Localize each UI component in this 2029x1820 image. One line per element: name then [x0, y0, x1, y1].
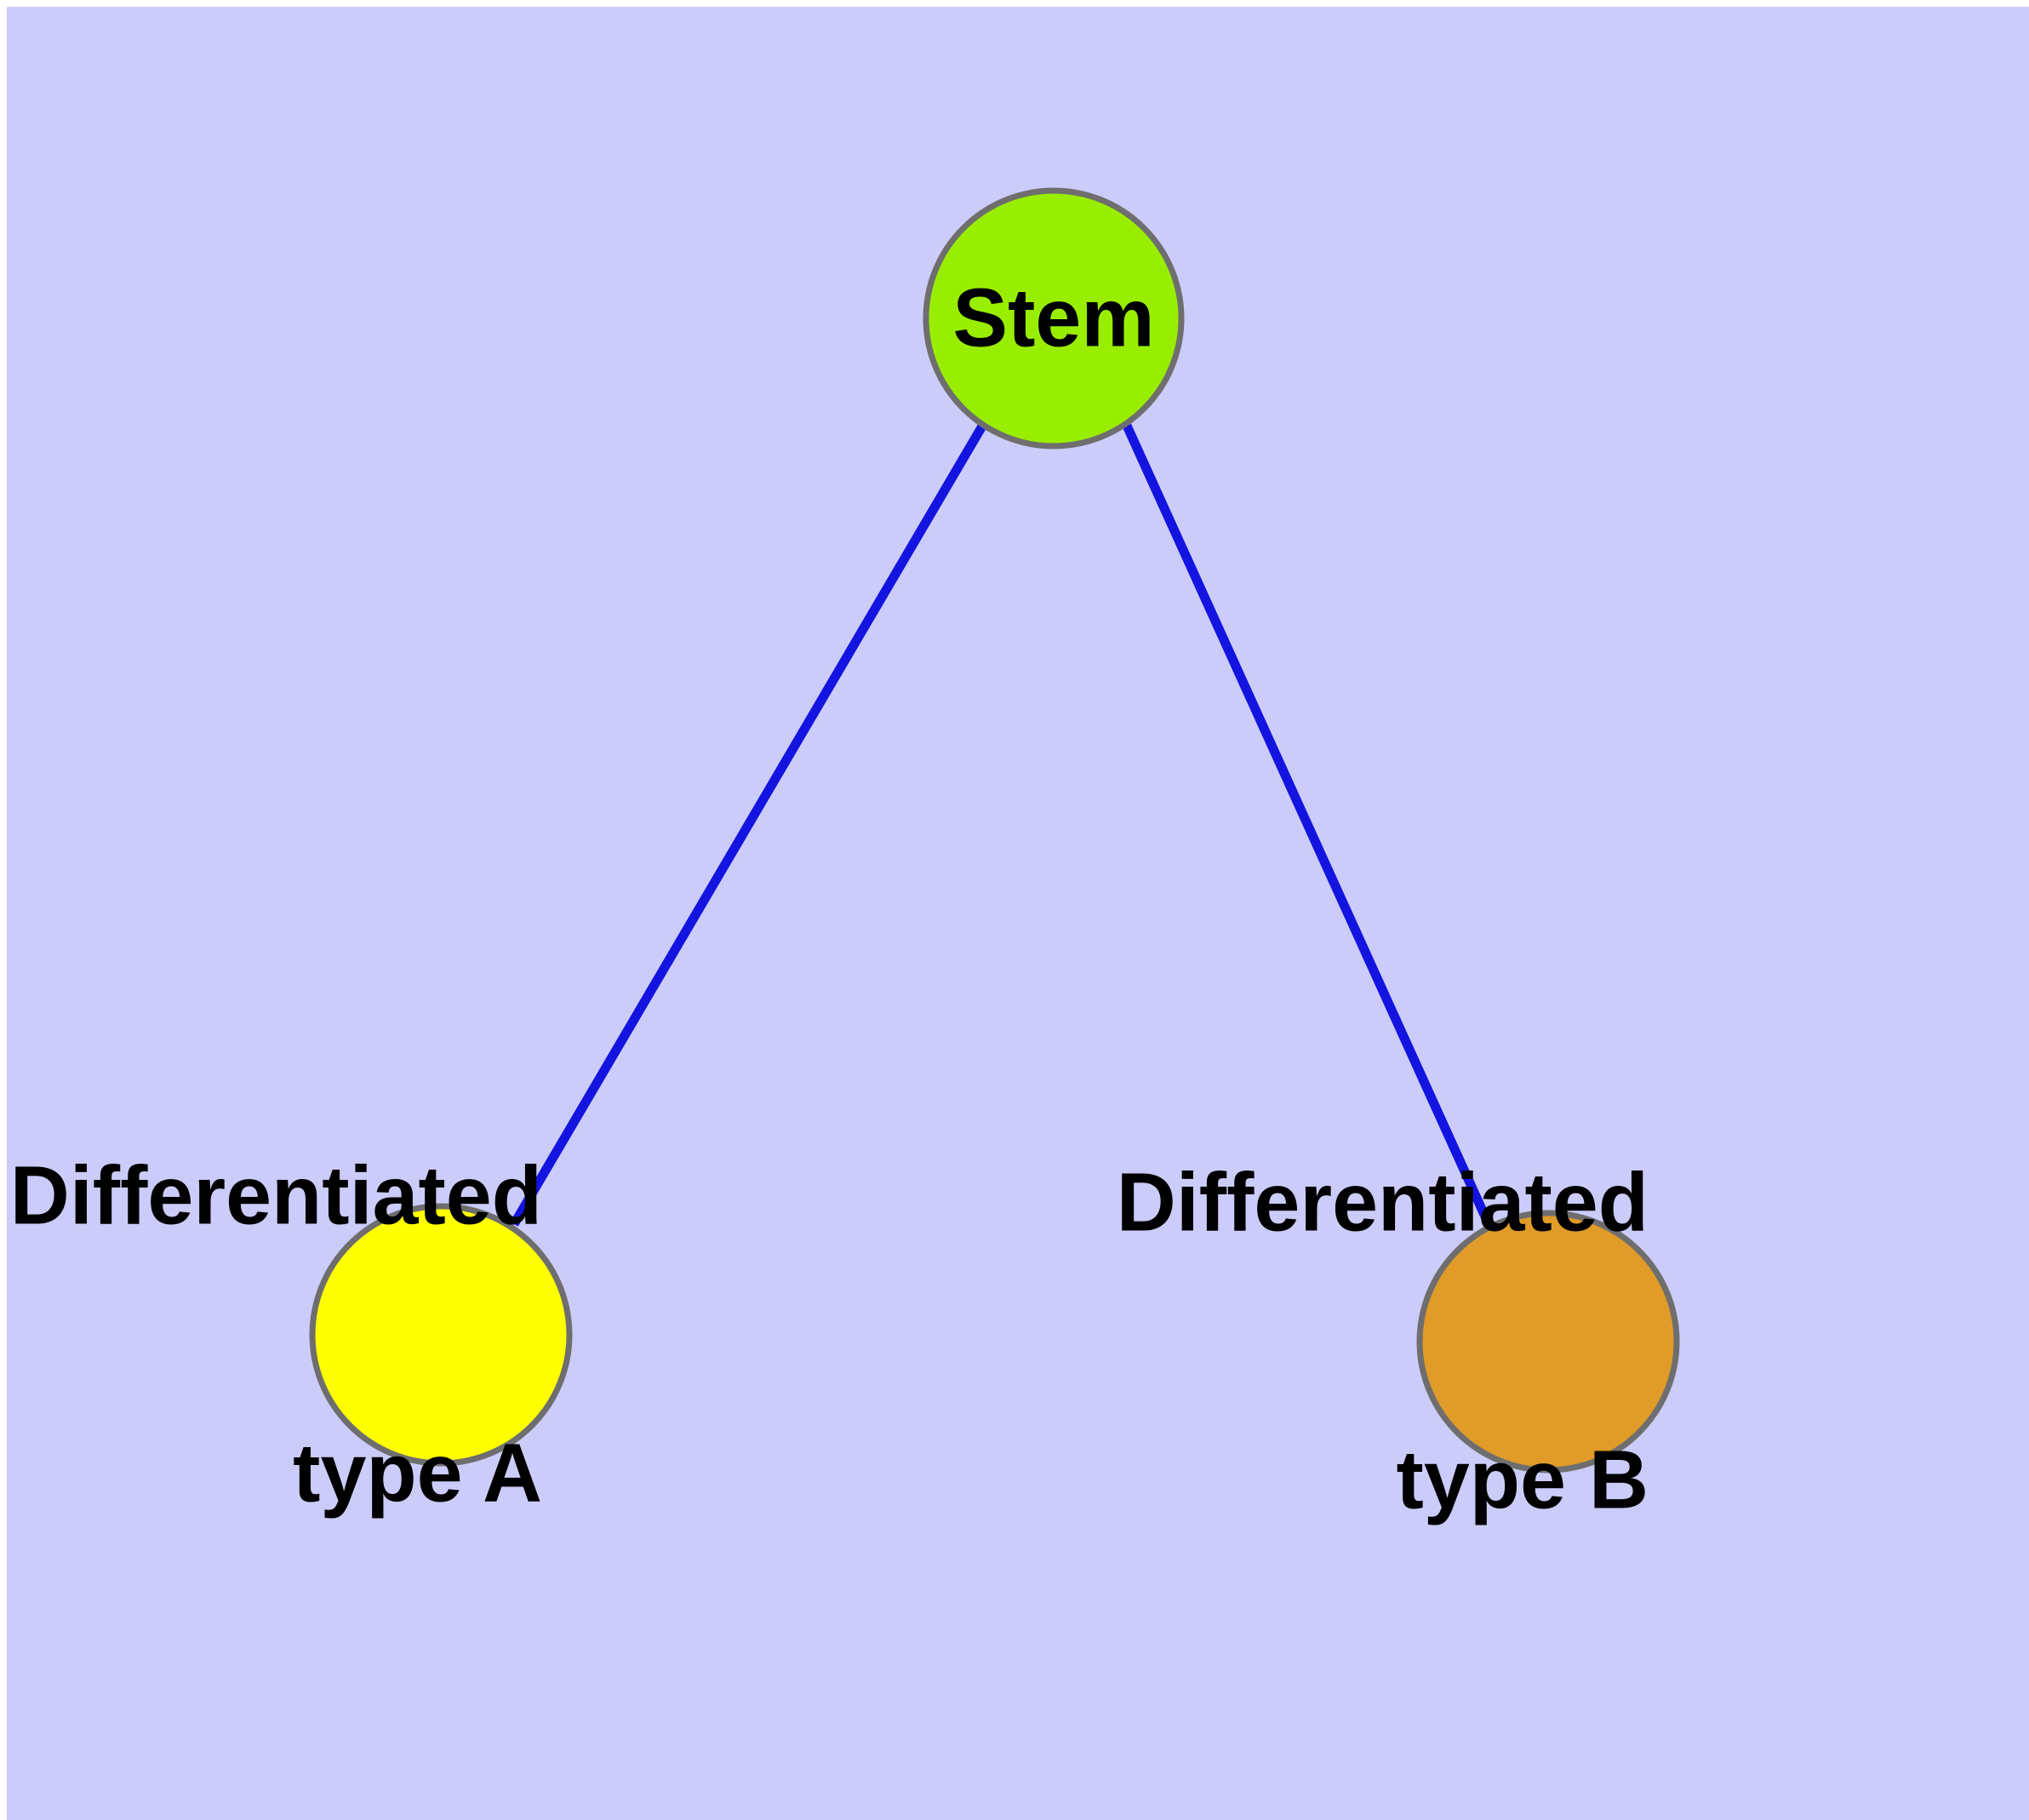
edge-stem-to-differentiated-type-a[interactable]	[510, 422, 987, 1227]
node-layer	[309, 187, 1680, 1474]
node-differentiated-type-a[interactable]	[309, 1203, 573, 1467]
node-differentiated-type-b[interactable]	[1416, 1210, 1680, 1474]
edge-stem-to-differentiated-type-b[interactable]	[1122, 423, 1494, 1227]
edge-layer	[510, 422, 1494, 1227]
node-stem[interactable]	[923, 187, 1185, 449]
